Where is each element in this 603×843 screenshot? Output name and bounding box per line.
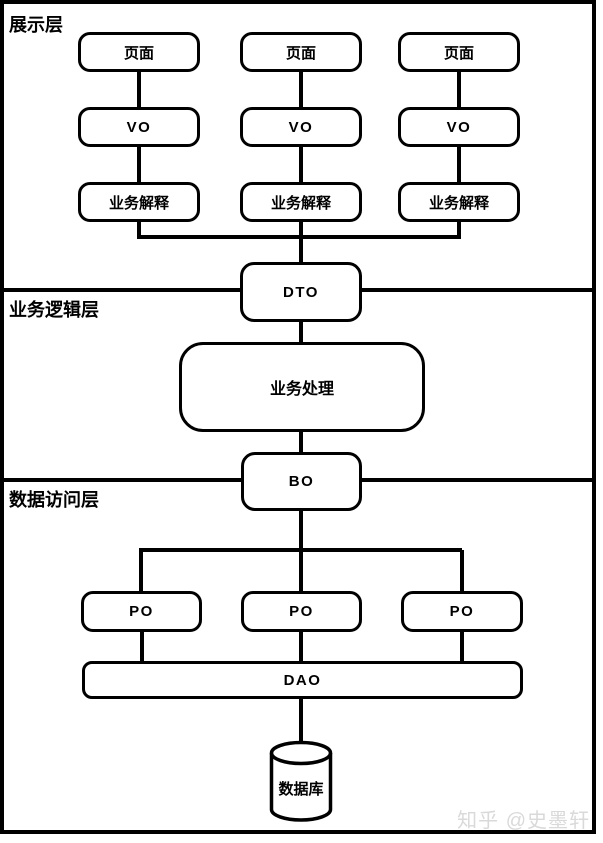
- node-business-process: 业务处理: [179, 342, 425, 432]
- connector-vo2-explain2: [299, 147, 303, 182]
- node-vo-2: VO: [240, 107, 362, 147]
- connector-po1-dao: [140, 632, 144, 661]
- connector-branch-po1: [139, 550, 143, 591]
- node-business-explain-1: 业务解释: [78, 182, 200, 222]
- diagram-border: [0, 0, 596, 834]
- connector-page2-vo2: [299, 72, 303, 107]
- connector-page1-vo1: [137, 72, 141, 107]
- merge-line: [137, 235, 461, 239]
- layer-label-data-access: 数据访问层: [9, 490, 99, 510]
- connector-vo1-explain1: [137, 147, 141, 182]
- connector-explain1-merge: [137, 222, 141, 239]
- connector-vo3-explain3: [457, 147, 461, 182]
- node-po-2: PO: [241, 591, 362, 632]
- database-cylinder-icon: [268, 740, 334, 829]
- node-page-3: 页面: [398, 32, 520, 72]
- zhihu-watermark: 知乎 @史墨轩: [457, 810, 590, 832]
- connector-dto-process: [299, 320, 303, 342]
- connector-po3-dao: [460, 632, 464, 661]
- connector-po2-dao: [299, 632, 303, 661]
- node-database-label: 数据库: [278, 781, 324, 798]
- node-business-explain-3: 业务解释: [398, 182, 520, 222]
- node-page-2: 页面: [240, 32, 362, 72]
- node-po-3: PO: [401, 591, 523, 632]
- layer-label-presentation: 展示层: [9, 15, 63, 35]
- node-vo-1: VO: [78, 107, 200, 147]
- node-business-explain-2: 业务解释: [240, 182, 362, 222]
- connector-branch-po3: [460, 550, 464, 591]
- node-po-1: PO: [81, 591, 202, 632]
- node-bo: BO: [241, 452, 362, 511]
- connector-process-bo: [299, 430, 303, 452]
- node-dao: DAO: [82, 661, 523, 699]
- connector-explain3-merge: [457, 222, 461, 239]
- node-dto: DTO: [240, 262, 362, 322]
- node-page-1: 页面: [78, 32, 200, 72]
- connector-dao-database: [299, 698, 303, 744]
- layer-label-business-logic: 业务逻辑层: [9, 300, 99, 320]
- connector-page3-vo3: [457, 72, 461, 107]
- node-vo-3: VO: [398, 107, 520, 147]
- connector-explain2-dto: [299, 222, 303, 262]
- branch-line: [139, 548, 462, 552]
